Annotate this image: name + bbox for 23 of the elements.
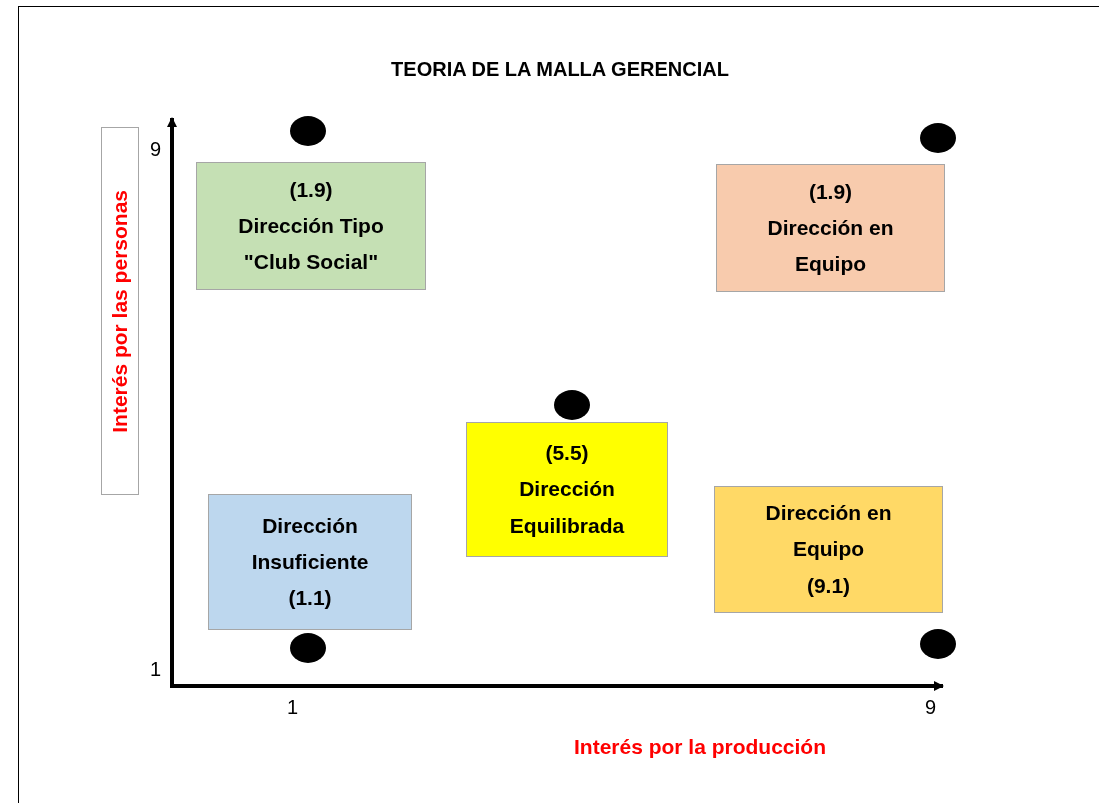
- box-text: (9.1): [806, 572, 851, 599]
- axis-tick-label: 1: [287, 696, 299, 719]
- box-text: (1.1): [288, 585, 332, 612]
- axis-tick-label: 1: [150, 658, 162, 681]
- box-text: Dirección Equilibrada: [508, 476, 626, 539]
- box-text: (5.5): [545, 440, 589, 467]
- axis-title: Interés por la producción: [574, 735, 826, 759]
- box-text: Dirección en Equipo: [766, 214, 895, 278]
- diagram-title: TEORIA DE LA MALLA GERENCIAL: [390, 58, 730, 81]
- axis-title: Interés por las personas: [108, 189, 132, 433]
- style-box: [714, 486, 943, 613]
- style-box: [716, 164, 945, 292]
- style-box: [466, 422, 668, 557]
- box-text: (1.9): [289, 176, 333, 203]
- box-text: Dirección Tipo "Club Social": [237, 212, 385, 276]
- axis-title-box: [101, 127, 139, 495]
- axis-tick-label: 9: [925, 696, 937, 719]
- box-text: (1.9): [808, 178, 853, 205]
- axis-tick-label: 9: [150, 138, 162, 161]
- box-text: Dirección Insuficiente: [250, 512, 370, 575]
- box-text: Dirección en Equipo: [764, 500, 893, 563]
- style-box: [196, 162, 426, 290]
- style-box: [208, 494, 412, 630]
